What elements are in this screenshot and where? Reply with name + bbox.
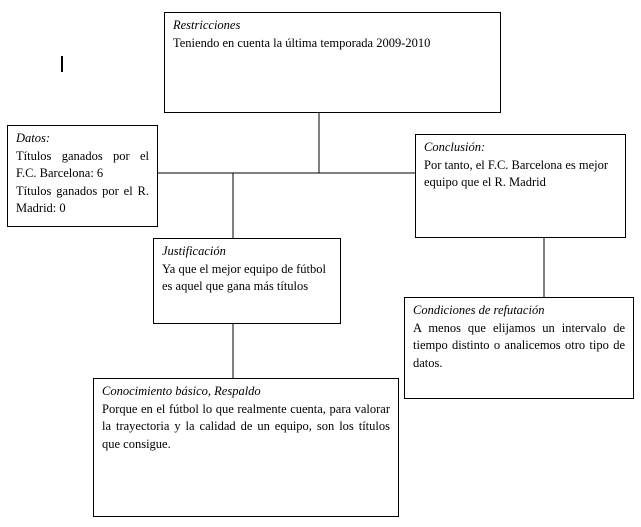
conclusion-title: Conclusión: (424, 140, 486, 154)
justificacion-text: Ya que el mejor equipo de fútbol es aque… (162, 261, 326, 294)
text-cursor (61, 56, 63, 72)
justificacion-title: Justificación (162, 244, 226, 258)
datos-title: Datos: (16, 131, 51, 145)
respaldo-title: Conocimiento básico, Respaldo (102, 384, 261, 398)
refutacion-title: Condiciones de refutación (413, 303, 545, 317)
refutacion-text: A menos que elijamos un intervalo de tie… (413, 320, 625, 370)
conclusion-box: Conclusión: Por tanto, el F.C. Barcelona… (415, 134, 626, 238)
restricciones-title: Restricciones (173, 18, 241, 32)
refutacion-box: Condiciones de refutación A menos que el… (404, 297, 634, 399)
respaldo-box: Conocimiento básico, Respaldo Porque en … (93, 378, 399, 517)
respaldo-text: Porque en el fútbol lo que realmente cue… (102, 401, 390, 451)
restricciones-box: Restricciones Teniendo en cuenta la últi… (164, 12, 501, 113)
conclusion-text: Por tanto, el F.C. Barcelona es mejor eq… (424, 157, 609, 190)
datos-box: Datos: Títulos ganados por el F.C. Barce… (7, 125, 158, 227)
datos-text: Títulos ganados por el F.C. Barcelona: 6… (16, 148, 149, 216)
justificacion-box: Justificación Ya que el mejor equipo de … (153, 238, 341, 324)
restricciones-text: Teniendo en cuenta la última temporada 2… (173, 35, 431, 50)
